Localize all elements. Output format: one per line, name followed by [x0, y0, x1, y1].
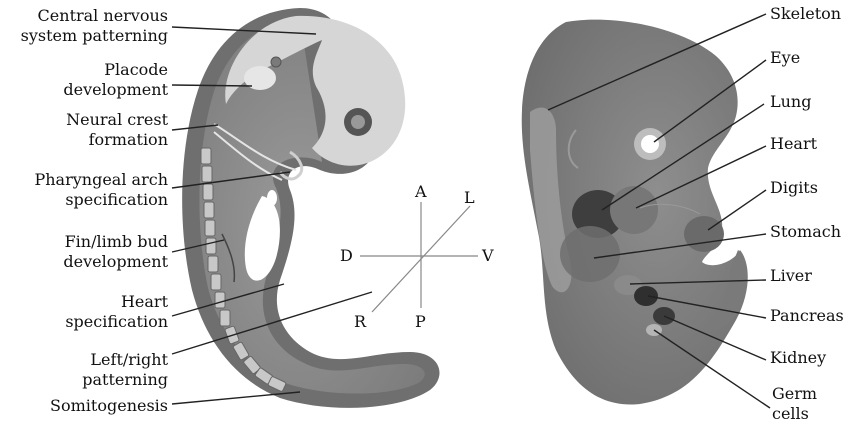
label-line: specification — [65, 312, 168, 332]
label-kidney: Kidney — [770, 348, 826, 368]
label-line: Skeleton — [770, 4, 841, 24]
eye-inner — [351, 115, 365, 129]
label-cns-patterning: Central nervous system patterning — [21, 6, 168, 46]
label-line: Fin/limb bud — [63, 232, 168, 252]
pancreas — [634, 286, 658, 306]
label-line: Eye — [770, 48, 800, 68]
label-line: Pancreas — [770, 306, 844, 326]
label-line: development — [63, 252, 168, 272]
stomach — [560, 226, 620, 282]
axis-label-anterior: A — [415, 184, 427, 200]
label-heart-specification: Heart specification — [65, 292, 168, 332]
axis-label-dorsal: D — [340, 248, 353, 264]
orientation-axes — [360, 202, 478, 312]
label-line: Neural crest — [66, 110, 168, 130]
axis-label-right: R — [354, 314, 366, 330]
label-line: Pharyngeal arch — [34, 170, 168, 190]
label-digits: Digits — [770, 178, 818, 198]
label-left-right-patterning: Left/right patterning — [82, 350, 168, 390]
label-skeleton: Skeleton — [770, 4, 841, 24]
label-line: Central nervous — [21, 6, 168, 26]
label-placode-development: Placode development — [63, 60, 168, 100]
label-somitogenesis: Somitogenesis — [50, 396, 168, 416]
label-line: Digits — [770, 178, 818, 198]
label-heart: Heart — [770, 134, 817, 154]
label-stomach: Stomach — [770, 222, 841, 242]
label-line: Germ — [772, 384, 817, 404]
digits — [684, 216, 724, 252]
zebrafish-embryo — [182, 8, 439, 408]
label-line: cells — [772, 404, 817, 424]
label-line: Liver — [770, 266, 812, 286]
label-line: Placode — [63, 60, 168, 80]
label-liver: Liver — [770, 266, 812, 286]
label-line: Left/right — [82, 350, 168, 370]
eye-inner — [641, 135, 659, 153]
heart-spot — [267, 190, 277, 206]
label-germ-cells: Germ cells — [772, 384, 817, 424]
label-line: Somitogenesis — [50, 396, 168, 416]
label-line: system patterning — [21, 26, 168, 46]
label-line: specification — [34, 190, 168, 210]
label-line: formation — [66, 130, 168, 150]
label-line: Stomach — [770, 222, 841, 242]
label-eye: Eye — [770, 48, 800, 68]
label-pancreas: Pancreas — [770, 306, 844, 326]
label-line: Kidney — [770, 348, 826, 368]
label-lung: Lung — [770, 92, 811, 112]
axis-label-left: L — [464, 190, 475, 206]
label-line: Lung — [770, 92, 811, 112]
label-line: patterning — [82, 370, 168, 390]
otic-vesicle — [271, 57, 281, 67]
axis-label-posterior: P — [415, 314, 426, 330]
axis-label-ventral: V — [482, 248, 494, 264]
mouse-embryo — [522, 20, 748, 405]
label-pharyngeal-arch: Pharyngeal arch specification — [34, 170, 168, 210]
label-line: Heart — [65, 292, 168, 312]
heart — [610, 186, 658, 234]
label-line: development — [63, 80, 168, 100]
label-neural-crest: Neural crest formation — [66, 110, 168, 150]
label-fin-limb-bud: Fin/limb bud development — [63, 232, 168, 272]
label-line: Heart — [770, 134, 817, 154]
